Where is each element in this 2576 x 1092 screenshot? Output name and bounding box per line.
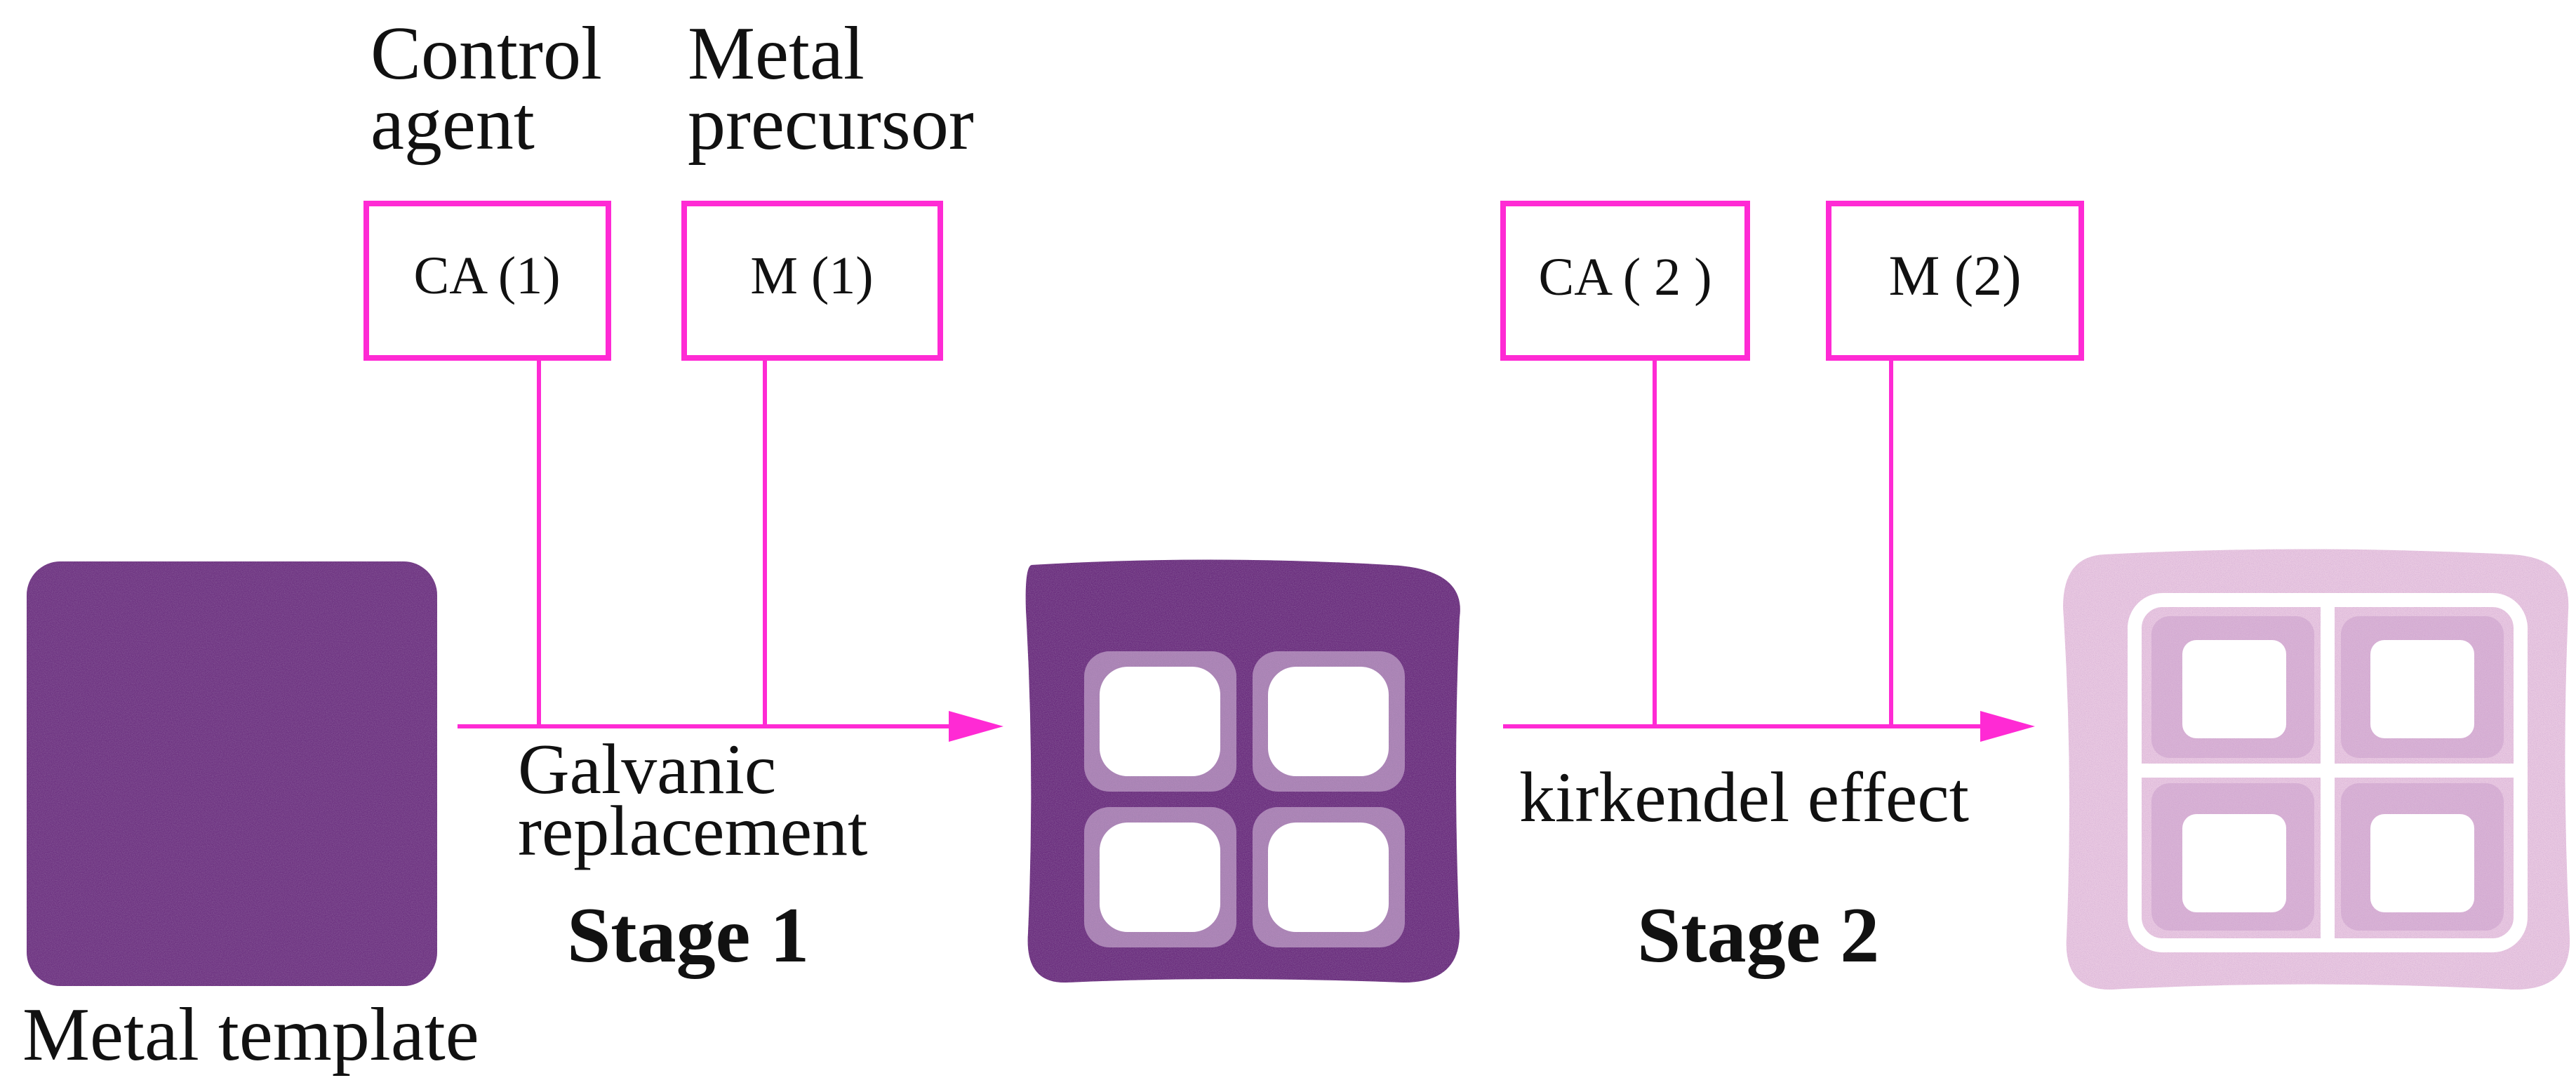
stage1-arrow bbox=[458, 711, 1003, 742]
m1-box-label: M (1) bbox=[750, 246, 873, 305]
m1-box: M (1) bbox=[681, 201, 943, 361]
m2-box-label: M (2) bbox=[1888, 244, 2021, 307]
stage1-label: Stage 1 bbox=[567, 892, 809, 979]
metal-template-label: Metal template bbox=[22, 993, 479, 1077]
stage2-label: Stage 2 bbox=[1637, 892, 1879, 979]
metal-precursor-label-line2: precursor bbox=[688, 82, 974, 166]
ca2-box-label: CA ( 2 ) bbox=[1539, 248, 1712, 307]
ca1-box-label: CA (1) bbox=[414, 246, 561, 305]
metal-precursor-label-line1: Metal bbox=[688, 12, 865, 95]
stage1-particle bbox=[1025, 559, 1460, 983]
ca2-box: CA ( 2 ) bbox=[1500, 201, 1750, 361]
kirkendel-label: kirkendel effect bbox=[1519, 758, 1969, 837]
control-agent-label-line2: agent bbox=[371, 82, 535, 166]
stage2-arrow bbox=[1503, 711, 2035, 742]
ca1-box: CA (1) bbox=[363, 201, 611, 361]
control-agent-label-line1: Control bbox=[371, 12, 602, 95]
stage2-particle bbox=[2063, 549, 2570, 990]
m2-box: M (2) bbox=[1826, 201, 2084, 361]
metal-template-particle bbox=[27, 561, 437, 986]
galvanic-label-line2: replacement bbox=[518, 792, 867, 871]
galvanic-label-line1: Galvanic bbox=[518, 730, 776, 809]
